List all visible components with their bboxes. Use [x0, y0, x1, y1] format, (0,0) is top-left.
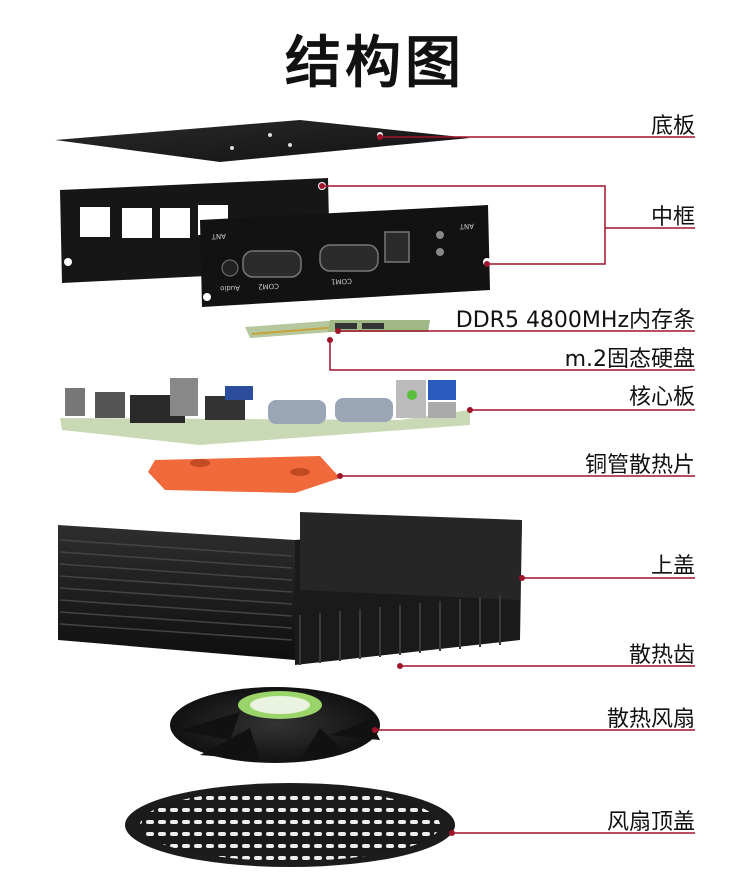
core-board — [60, 378, 470, 445]
label-core-board: 核心板 — [628, 385, 695, 410]
port-label-com2: COM2 — [258, 282, 279, 291]
m2-ssd — [328, 320, 430, 332]
ddr5-memory-stick — [245, 320, 345, 338]
label-fins: 散热齿 — [628, 643, 695, 668]
middle-frame: ANT ANT Audio COM2 COM1 — [60, 178, 491, 307]
page-title: 结构图 — [285, 31, 465, 96]
label-ddr5: DDR5 4800MHz内存条 — [455, 308, 695, 333]
port-label-audio: Audio — [220, 284, 240, 293]
label-ssd: m.2固态硬盘 — [564, 347, 695, 372]
copper-heatsink-pad — [148, 456, 340, 493]
port-label-ant-right: ANT — [459, 222, 474, 231]
fan-top-cover — [125, 783, 455, 867]
port-label-ant-left: ANT — [211, 232, 226, 241]
label-top-cover: 上盖 — [650, 554, 695, 579]
label-fan: 散热风扇 — [606, 707, 695, 732]
port-label-com1: COM1 — [331, 277, 352, 286]
label-fan-cover: 风扇顶盖 — [606, 810, 695, 835]
label-heat-pipe: 铜管散热片 — [584, 453, 695, 478]
label-base-plate: 底板 — [650, 114, 695, 139]
leader-middle-frame — [322, 185, 606, 265]
leader-lines — [322, 136, 695, 834]
cooling-fan — [170, 687, 380, 763]
label-middle-frame: 中框 — [650, 205, 695, 230]
leader-ssd — [329, 340, 695, 371]
top-cover-case — [58, 512, 522, 665]
base-plate — [55, 120, 470, 162]
